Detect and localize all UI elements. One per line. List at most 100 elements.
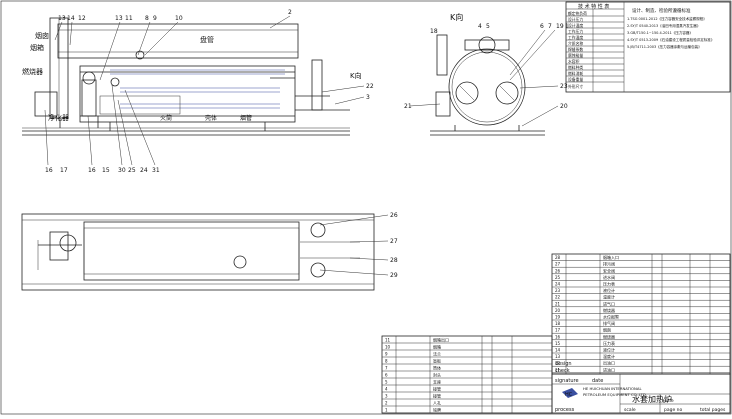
process-label: process bbox=[555, 407, 575, 413]
drawing-name: 水套加热炉 bbox=[632, 394, 672, 404]
leaders-top: 13 14 12 13 11 8 9 10 2 bbox=[54, 9, 292, 81]
row-name: 出油口 bbox=[603, 360, 615, 366]
svg-text:焊缝系数: 焊缝系数 bbox=[568, 47, 583, 52]
row-name: 支座 bbox=[433, 379, 441, 385]
svg-text:工作压力: 工作压力 bbox=[568, 29, 583, 34]
svg-text:2.SY/T 0540-2013《油田专用湿蒸汽发生器》: 2.SY/T 0540-2013《油田专用湿蒸汽发生器》 bbox=[627, 23, 700, 28]
svg-text:18: 18 bbox=[430, 28, 438, 35]
svg-text:3.GB/T150.1~150.4-2011《压力容器》: 3.GB/T150.1~150.4-2011《压力容器》 bbox=[627, 30, 693, 35]
svg-text:9: 9 bbox=[153, 15, 157, 22]
svg-text:外形尺寸: 外形尺寸 bbox=[568, 84, 583, 89]
row-number: 11 bbox=[385, 338, 391, 343]
row-name: 筒体 bbox=[433, 365, 441, 371]
row-name: 烟囱 bbox=[603, 327, 611, 333]
svg-text:16: 16 bbox=[45, 167, 53, 174]
row-number: 3 bbox=[385, 394, 388, 399]
svg-text:29: 29 bbox=[390, 272, 398, 279]
row-name: 接管 bbox=[433, 386, 441, 392]
label-fire-tube: 火筒 bbox=[160, 114, 172, 122]
svg-text:设备重量: 设备重量 bbox=[568, 77, 583, 82]
row-number: 22 bbox=[555, 295, 561, 300]
row-number: 23 bbox=[555, 288, 561, 293]
svg-text:1.TSG 0001-2012《压力容器安全技术监察规程》: 1.TSG 0001-2012《压力容器安全技术监察规程》 bbox=[627, 16, 707, 21]
svg-text:额定热负荷: 额定热负荷 bbox=[568, 11, 587, 16]
total-label: total pages bbox=[700, 407, 726, 413]
row-name: 铭牌 bbox=[433, 407, 441, 413]
row-name: 法兰 bbox=[433, 351, 441, 357]
scale-value: scale bbox=[624, 407, 636, 413]
svg-text:21: 21 bbox=[404, 103, 412, 110]
date-label: date bbox=[592, 378, 603, 384]
row-number: 6 bbox=[385, 373, 388, 378]
svg-text:水容积: 水容积 bbox=[568, 59, 580, 64]
svg-text:13: 13 bbox=[115, 15, 123, 22]
svg-text:6: 6 bbox=[540, 23, 544, 30]
scale-label: scale bbox=[662, 398, 674, 404]
row-number: 13 bbox=[555, 354, 561, 359]
row-name: 人孔 bbox=[433, 400, 441, 406]
svg-text:22: 22 bbox=[366, 83, 374, 90]
row-number: 1 bbox=[385, 408, 388, 413]
svg-text:4: 4 bbox=[478, 23, 482, 30]
label-flue: 烟管 bbox=[240, 114, 252, 122]
row-number: 28 bbox=[555, 255, 561, 260]
row-name: 液位计 bbox=[603, 287, 615, 293]
row-number: 19 bbox=[555, 315, 561, 320]
plan-leaders: 26 27 28 29 bbox=[319, 212, 398, 279]
row-number: 25 bbox=[555, 275, 561, 280]
svg-text:11: 11 bbox=[125, 15, 133, 22]
row-number: 4 bbox=[385, 387, 388, 392]
row-name: 排气阀 bbox=[603, 320, 615, 326]
row-name: 烟箱出口 bbox=[433, 337, 449, 343]
row-name: 压力表 bbox=[603, 340, 615, 346]
side-view-title: K向 bbox=[450, 12, 463, 22]
specs-table: 技 术 特 性 表 设计、制造、检验所遵循标准 1.TSG 0001-2012《… bbox=[565, 1, 731, 93]
row-name: 进气口 bbox=[603, 300, 615, 306]
label-smoke-pipe: 烟箱 bbox=[30, 43, 44, 52]
svg-text:5.JB/T4711-2003《压力容器涂敷与运输包装》: 5.JB/T4711-2003《压力容器涂敷与运输包装》 bbox=[627, 44, 702, 49]
svg-text:8: 8 bbox=[145, 15, 149, 22]
svg-text:26: 26 bbox=[390, 212, 398, 219]
svg-text:28: 28 bbox=[390, 257, 398, 264]
company-line2: PETROLEUM EQUIPMENT CO.,LTD. bbox=[583, 392, 647, 397]
row-name: 压力表 bbox=[603, 281, 615, 287]
row-name: 液位计 bbox=[603, 347, 615, 353]
svg-text:19: 19 bbox=[556, 23, 564, 30]
svg-text:15: 15 bbox=[102, 167, 110, 174]
label-purifier: 净化器 bbox=[48, 113, 69, 122]
svg-text:4.SY/T 0513-2009《石油建设工程质量检验评定标: 4.SY/T 0513-2009《石油建设工程质量检验评定标准》 bbox=[627, 37, 714, 42]
plan-view: 26 27 28 29 bbox=[21, 212, 398, 291]
svg-text:燃料种类: 燃料种类 bbox=[568, 65, 583, 70]
label-smoke-box: 烟囱 bbox=[35, 31, 49, 40]
svg-text:设计、制造、检验所遵循标准: 设计、制造、检验所遵循标准 bbox=[632, 7, 691, 14]
row-number: 27 bbox=[555, 262, 561, 267]
svg-text:3: 3 bbox=[366, 94, 370, 101]
svg-text:13: 13 bbox=[58, 15, 66, 22]
svg-text:工作温度: 工作温度 bbox=[568, 35, 583, 40]
svg-text:设计压力: 设计压力 bbox=[568, 17, 583, 22]
page-label: page no bbox=[664, 408, 683, 413]
row-name: 进油口 bbox=[603, 366, 615, 372]
company-line1: HE HUICHUAN INTERNATIONAL bbox=[583, 386, 642, 391]
row-name: 烟箱入口 bbox=[603, 254, 619, 260]
label-shell: 壳体 bbox=[205, 114, 217, 122]
row-number: 2 bbox=[385, 401, 388, 406]
svg-text:31: 31 bbox=[152, 167, 160, 174]
row-number: 18 bbox=[555, 321, 561, 326]
svg-text:24: 24 bbox=[140, 167, 148, 174]
row-name: 水位报警 bbox=[603, 314, 619, 320]
svg-text:30: 30 bbox=[118, 167, 126, 174]
row-number: 17 bbox=[555, 328, 561, 333]
leaders-bottom: 16 17 16 15 30 25 24 31 bbox=[44, 84, 160, 174]
row-number: 26 bbox=[555, 268, 561, 273]
row-number: 14 bbox=[555, 348, 561, 353]
bottom-table bbox=[381, 335, 553, 414]
parts-table bbox=[551, 253, 731, 375]
label-burner: 燃烧器 bbox=[22, 67, 43, 76]
svg-text:介质名称: 介质名称 bbox=[568, 41, 583, 46]
svg-text:腐蚀裕量: 腐蚀裕量 bbox=[568, 53, 583, 58]
title-block: signature date design check process HC H… bbox=[551, 361, 731, 414]
